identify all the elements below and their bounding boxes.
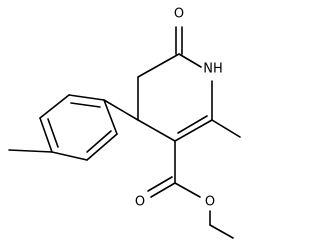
bond-ar4-ar5: [51, 151, 88, 161]
atom-label-carbonyl-oxygen: O: [174, 7, 184, 22]
atom-labels: O NH O O: [135, 7, 223, 210]
bond-ar5-ar6-double: [86, 130, 112, 153]
atom-label-ring-nh: NH: [203, 62, 223, 77]
bond-c3-c2-double: [177, 115, 208, 134]
bond-ar1-ar2-double: [70, 102, 101, 108]
bond-ar3-ar4-double: [47, 118, 59, 148]
bond-c2-methyl: [211, 119, 241, 138]
bond-aryl-methyl: [8, 149, 53, 153]
atom-label-ester-carbonyl-oxygen: O: [135, 195, 145, 210]
bond-ar5-ar6: [86, 133, 118, 161]
bond-ch2-ch3: [209, 224, 234, 239]
bond-ar3-ar4: [39, 117, 53, 153]
bond-ar2-ar3: [39, 94, 70, 119]
ethyl-ester: [147, 140, 234, 239]
bond-c4-c3: [137, 119, 176, 142]
bond-ar6-ar1: [103, 99, 118, 135]
dihydropyridinone-ring: [137, 53, 213, 142]
bond-c3-c2: [174, 119, 213, 142]
bond-c4-aryl: [103, 99, 139, 121]
p-tolyl-ring: [8, 94, 139, 161]
bond-n1-c6: [178, 53, 202, 68]
bond-ester-carbonyl: [150, 182, 176, 198]
bond-c6-c5: [137, 53, 180, 78]
chemical-structure-diagram: O NH O O: [8, 7, 241, 239]
bond-ar1-ar2: [68, 94, 105, 101]
atom-label-ester-ether-oxygen: O: [205, 195, 215, 210]
bond-ester-carbonyl-double: [147, 176, 173, 192]
ring-carbonyl: [175, 26, 183, 55]
bond-ester-carbon-oxygen-ether: [174, 182, 201, 198]
